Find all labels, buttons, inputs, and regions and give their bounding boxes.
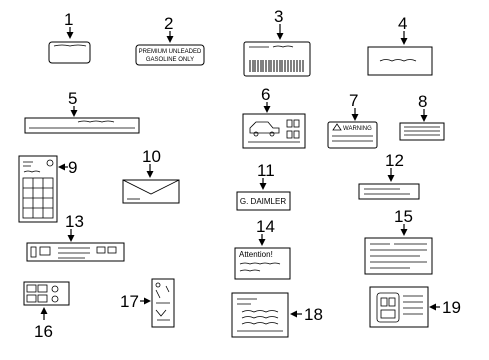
callout-13: 13 [65,212,84,231]
label-2[interactable]: 2 PREMIUM UNLEADED GASOLINE ONLY [135,14,205,66]
callout-10: 10 [142,147,161,166]
daimler-text: G. DAIMLER [240,197,286,206]
callout-1: 1 [64,10,73,29]
grid-table [22,177,54,219]
seat-icon [30,246,51,258]
label-17[interactable]: 17 [120,278,175,328]
warning-text: WARNING [343,126,372,132]
callout-2: 2 [164,14,173,33]
label-16[interactable]: 16 [23,281,70,341]
callout-16: 16 [34,322,53,341]
barcode-icon [249,60,304,72]
premium-text-line2: GASOLINE ONLY [146,57,194,63]
pictogram-icons [26,284,59,303]
label-5[interactable]: 5 [24,89,140,134]
callout-18: 18 [304,305,323,324]
label-18[interactable]: 18 [231,292,323,338]
callout-8: 8 [418,92,427,111]
callout-17: 17 [120,292,139,311]
callout-9: 9 [68,158,77,177]
callout-12: 12 [385,151,404,170]
label-1[interactable]: 1 [48,10,91,64]
label-12[interactable]: 12 [358,151,420,200]
label-14[interactable]: 14 Attention! [234,217,291,280]
warning-triangle-icon [332,123,342,131]
label-9[interactable]: 9 [18,155,77,223]
car-icon [249,121,280,137]
callout-4: 4 [398,14,407,33]
label-7[interactable]: 7 WARNING [327,91,378,149]
child-seat-pictogram [155,282,170,321]
label-19[interactable]: 19 [369,286,461,328]
callout-5: 5 [68,89,77,108]
label-8[interactable]: 8 [399,92,445,141]
tire-icon [286,119,300,139]
label-4[interactable]: 4 [367,14,433,76]
label-3[interactable]: 3 [243,7,311,77]
callout-3: 3 [274,7,283,26]
callout-19: 19 [442,298,461,317]
label-10[interactable]: 10 [122,147,180,204]
callout-6: 6 [261,85,270,104]
label-15[interactable]: 15 [364,207,433,275]
vehicle-topview-icon [376,292,400,323]
callout-7: 7 [349,91,358,110]
callout-11: 11 [257,161,275,180]
label-11[interactable]: 11 G. DAIMLER [236,161,291,211]
label-13[interactable]: 13 [26,212,125,262]
attention-text: Attention! [239,250,273,259]
callout-15: 15 [394,207,413,226]
premium-text-line1: PREMIUM UNLEADED [139,49,202,55]
callout-14: 14 [256,217,275,236]
label-6[interactable]: 6 [242,85,306,149]
